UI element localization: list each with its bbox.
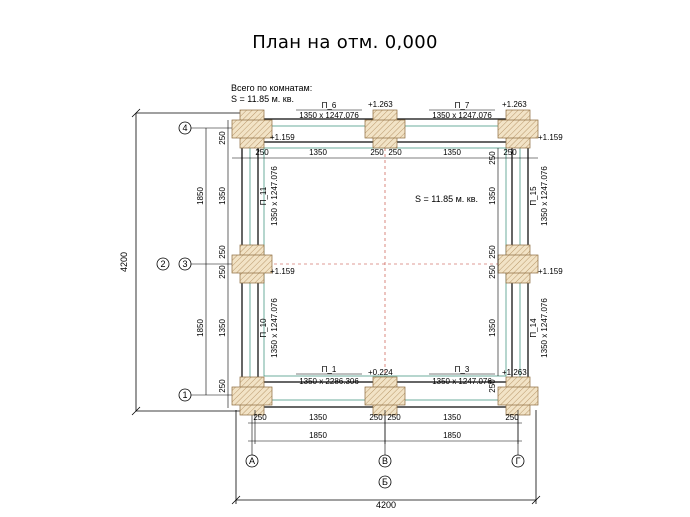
- axis-row-3: 3: [182, 259, 187, 269]
- dim-left-250-a: 250: [218, 131, 227, 145]
- overall-dim-vertical-label: 4200: [119, 252, 129, 272]
- dim-top-1350-b: 1350: [443, 148, 461, 157]
- log-p15-size: 1350 x 1247.076: [540, 166, 549, 226]
- dim-labels-top: 250 1350 250 250 1350 250: [255, 148, 517, 157]
- elev-g4-side: +1.159: [538, 133, 563, 142]
- dim-top-250-a: 250: [255, 148, 269, 157]
- dim-right-250-a: 250: [488, 151, 497, 165]
- dim-bot-250-d: 250: [505, 413, 519, 422]
- axis-row-1: 1: [182, 390, 187, 400]
- joint-g3: [497, 244, 539, 284]
- dim-left-250-b: 250: [218, 245, 227, 259]
- page-title: План на отм. 0,000: [252, 32, 438, 53]
- axis-col-b: Б: [382, 477, 388, 487]
- rooms-header-line1: Всего по комнатам:: [231, 83, 312, 93]
- dim-left-1850-b: 1850: [196, 319, 205, 337]
- log-p1-size: 1350 x 2286.306: [299, 377, 359, 386]
- dim-bot-250-a: 250: [253, 413, 267, 422]
- dim-left-1850-a: 1850: [196, 187, 205, 205]
- log-p6-size: 1350 x 1247.076: [299, 111, 359, 120]
- log-p6-id: П_6: [322, 101, 337, 110]
- dim-bot-1850-a: 1850: [309, 431, 327, 440]
- overall-dim-vertical: [131, 108, 240, 416]
- joint-a4: [231, 109, 273, 149]
- joint-v4: [364, 109, 406, 149]
- log-labels-horizontal: П_6 1350 x 1247.076 П_7 1350 x 1247.076 …: [296, 101, 495, 386]
- dim-labels-bottom: 250 1350 250 250 1350 250 1850 1850: [253, 413, 519, 440]
- elev-g1: +1.263: [502, 368, 527, 377]
- joint-g1: [497, 376, 539, 416]
- log-joints: [231, 109, 539, 416]
- dim-bot-250-c: 250: [387, 413, 401, 422]
- room-area-label: S = 11.85 м. кв.: [415, 194, 478, 204]
- dim-right-250-c: 250: [488, 265, 497, 279]
- log-p1-id: П_1: [322, 365, 337, 374]
- dim-left-250-c: 250: [218, 265, 227, 279]
- rooms-header-line2: S = 11.85 м. кв.: [231, 94, 294, 104]
- log-p15-id: П_15: [529, 186, 538, 206]
- elev-g3: +1.159: [538, 267, 563, 276]
- dim-right-1350-a: 1350: [488, 187, 497, 205]
- axis-row-2: 2: [160, 259, 165, 269]
- dim-left-250-d: 250: [218, 379, 227, 393]
- overall-dim-horizontal-label: 4200: [376, 500, 396, 510]
- center-lines: [238, 118, 532, 410]
- joint-g4: [497, 109, 539, 149]
- log-p7-size: 1350 x 1247.076: [432, 111, 492, 120]
- dim-top-250-b: 250: [370, 148, 384, 157]
- overall-dim-horizontal: [231, 410, 541, 505]
- dim-right-250-d: 250: [488, 379, 497, 393]
- elev-a4: +1.159: [270, 133, 295, 142]
- dim-top-250-d: 250: [503, 148, 517, 157]
- log-p14-size: 1350 x 1247.076: [540, 298, 549, 358]
- log-p11-size: 1350 x 1247.076: [270, 166, 279, 226]
- log-p3-size: 1350 x 1247.076: [432, 377, 492, 386]
- axis-col-v: В: [382, 456, 388, 466]
- log-p11-id: П_11: [259, 186, 268, 205]
- dimension-lines: [205, 120, 538, 444]
- dim-right-1350-b: 1350: [488, 319, 497, 337]
- dim-bot-1850-b: 1850: [443, 431, 461, 440]
- dim-top-1350-a: 1350: [309, 148, 327, 157]
- joint-v1: [364, 376, 406, 416]
- axis-row-markers: 4 3 1 2: [156, 121, 236, 402]
- joint-a1: [231, 376, 273, 416]
- elev-v4: +1.263: [368, 100, 393, 109]
- dim-bot-1350-a: 1350: [309, 413, 327, 422]
- log-p3-id: П_3: [455, 365, 470, 374]
- elev-v1: +0.224: [368, 368, 393, 377]
- axis-col-g: Г: [516, 456, 521, 466]
- dim-left-1350-a: 1350: [218, 187, 227, 205]
- dim-bot-1350-b: 1350: [443, 413, 461, 422]
- axis-col-a: А: [249, 456, 255, 466]
- log-labels-vertical: П_11 1350 x 1247.076 П_15 1350 x 1247.07…: [259, 166, 549, 358]
- dim-labels-left: 250 1350 250 250 1350 250 1850 1850: [196, 131, 227, 393]
- dim-left-1350-b: 1350: [218, 319, 227, 337]
- dim-top-250-c: 250: [388, 148, 402, 157]
- elev-a3: +1.159: [270, 267, 295, 276]
- elev-g4: +1.263: [502, 100, 527, 109]
- dim-right-250-b: 250: [488, 245, 497, 259]
- log-p10-size: 1350 x 1247.076: [270, 298, 279, 358]
- log-p14-id: П_14: [529, 318, 538, 338]
- log-p10-id: П_10: [259, 318, 268, 338]
- elevation-marks: +1.263 +1.263 +1.159 +1.159 +1.159 +1.15…: [270, 100, 563, 377]
- dim-labels-right: 250 1350 250 250 1350 250: [488, 151, 497, 393]
- log-p7-id: П_7: [455, 101, 470, 110]
- dim-bot-250-b: 250: [369, 413, 383, 422]
- joint-a3: [231, 244, 273, 284]
- axis-row-4: 4: [182, 123, 187, 133]
